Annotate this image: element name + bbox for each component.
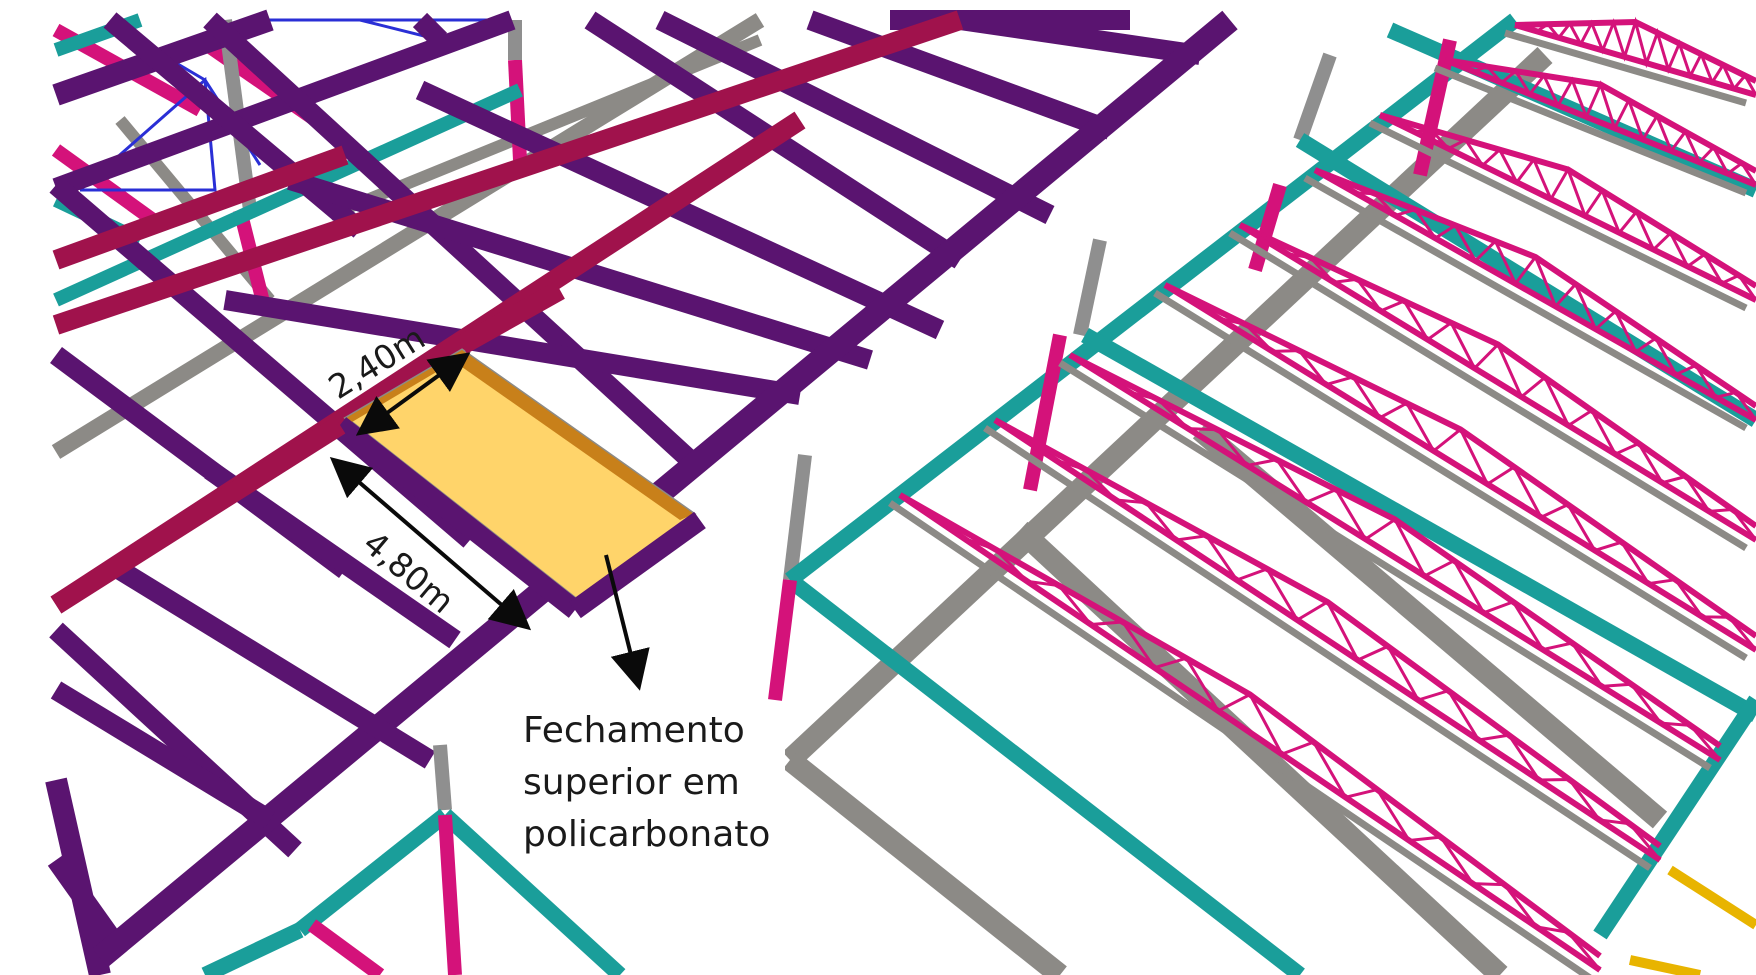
truss-support-purlin [983, 425, 1652, 871]
truss-web [994, 418, 1662, 861]
callout-line-1: Fechamento [523, 710, 745, 751]
dimension-width-arrow [355, 352, 471, 436]
truss-web [1514, 16, 1756, 96]
truss-support-purlin [1504, 29, 1747, 107]
callout-arrow [604, 554, 650, 691]
middle-gray-columns [433, 52, 1337, 811]
truss-support-purlin [1303, 174, 1748, 432]
truss-3 [1058, 352, 1722, 771]
truss-5 [1228, 222, 1756, 551]
truss-bottom-chord [1068, 352, 1722, 763]
truss-6 [1303, 167, 1756, 432]
truss-8 [1433, 57, 1756, 197]
callout-background [515, 705, 785, 860]
truss-support-purlin [1368, 119, 1748, 312]
truss-1 [888, 492, 1602, 975]
truss-support-purlin [1058, 360, 1712, 771]
callout: Fechamento superior em policarbonato [515, 554, 785, 860]
yellow-members [1628, 865, 1756, 975]
truss-web [1444, 58, 1756, 186]
truss-support-purlin [1153, 290, 1748, 661]
truss-4 [1153, 282, 1756, 661]
truss-support-purlin [1433, 64, 1748, 197]
truss-9 [1504, 16, 1756, 107]
truss-web [899, 493, 1602, 971]
truss-support-purlin [1228, 230, 1748, 551]
truss-2 [983, 417, 1662, 871]
truss-web [1239, 223, 1756, 541]
truss-bottom-chord [1163, 282, 1756, 653]
panel-crimson-top [457, 281, 565, 354]
truss-web [1379, 113, 1756, 301]
truss-bottom-chord [1443, 57, 1756, 188]
truss-bottom-chord [1238, 222, 1756, 543]
truss-bottom-chord [993, 417, 1662, 863]
callout-line-3: policarbonato [523, 814, 770, 855]
truss-bottom-chord [1313, 167, 1756, 423]
truss-7 [1368, 112, 1756, 312]
callout-line-2: superior em [523, 762, 740, 803]
panel-crimson-edge [50, 416, 346, 614]
dimension-length-arrow [329, 456, 532, 631]
truss-web [1069, 353, 1722, 761]
right-gray-base [782, 46, 1668, 975]
left-margin [0, 0, 56, 975]
truss-group [888, 16, 1756, 975]
truss-bottom-chord [1514, 22, 1756, 98]
truss-bottom-chord [898, 492, 1602, 973]
truss-web [1314, 168, 1756, 421]
truss-bottom-chord [1378, 112, 1756, 303]
truss-support-purlin [888, 500, 1592, 975]
truss-web [1164, 283, 1756, 651]
